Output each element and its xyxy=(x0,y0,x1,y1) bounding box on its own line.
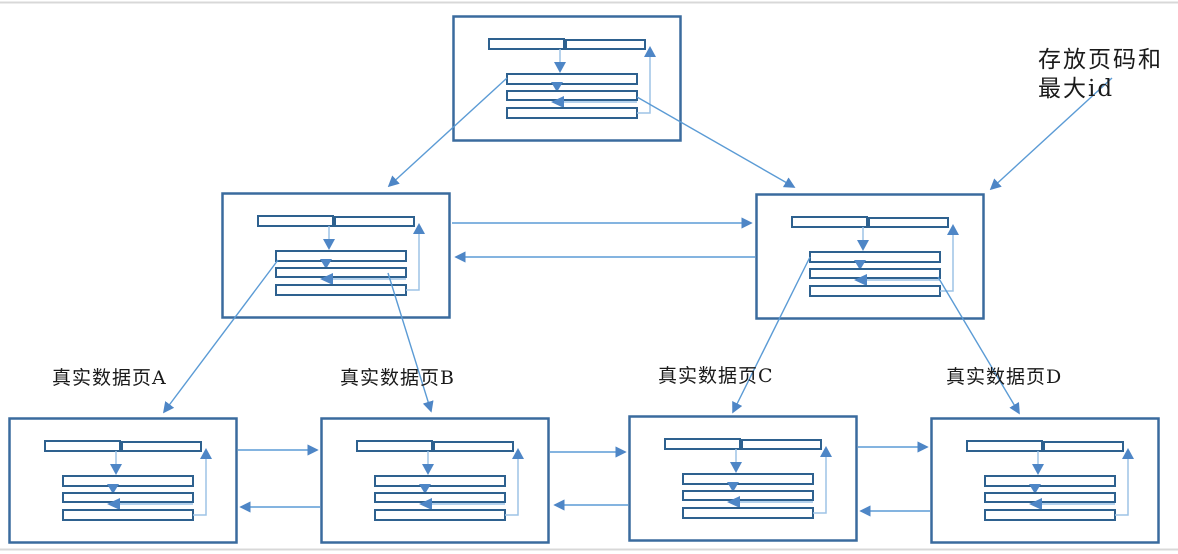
link-root-to-left-internal xyxy=(387,77,508,188)
leaf-label-b: 真实数据页B xyxy=(340,367,455,389)
link-right-internal-to-leaf-d xyxy=(937,276,1020,415)
node-leaf-page-c xyxy=(628,415,858,542)
node-internal-page-left xyxy=(221,192,451,319)
node-leaf-page-b xyxy=(320,417,550,544)
node-leaf-page-d xyxy=(930,417,1160,544)
node-root-page xyxy=(452,15,682,142)
leaf-label-c: 真实数据页C xyxy=(658,365,774,387)
link-annotation-to-right-internal xyxy=(989,77,1113,191)
link-left-internal-to-leaf-b xyxy=(387,272,434,413)
leaf-label-a: 真实数据页A xyxy=(52,367,167,389)
link-right-internal-to-leaf-c xyxy=(732,256,811,414)
node-internal-page-right xyxy=(755,193,985,320)
leaf-label-d: 真实数据页D xyxy=(946,366,1063,388)
annotation-note: 存放页码和 最大id xyxy=(1038,47,1163,102)
node-leaf-page-a xyxy=(8,417,238,544)
link-left-internal-to-leaf-a xyxy=(162,259,279,414)
link-root-to-right-internal xyxy=(636,96,796,188)
